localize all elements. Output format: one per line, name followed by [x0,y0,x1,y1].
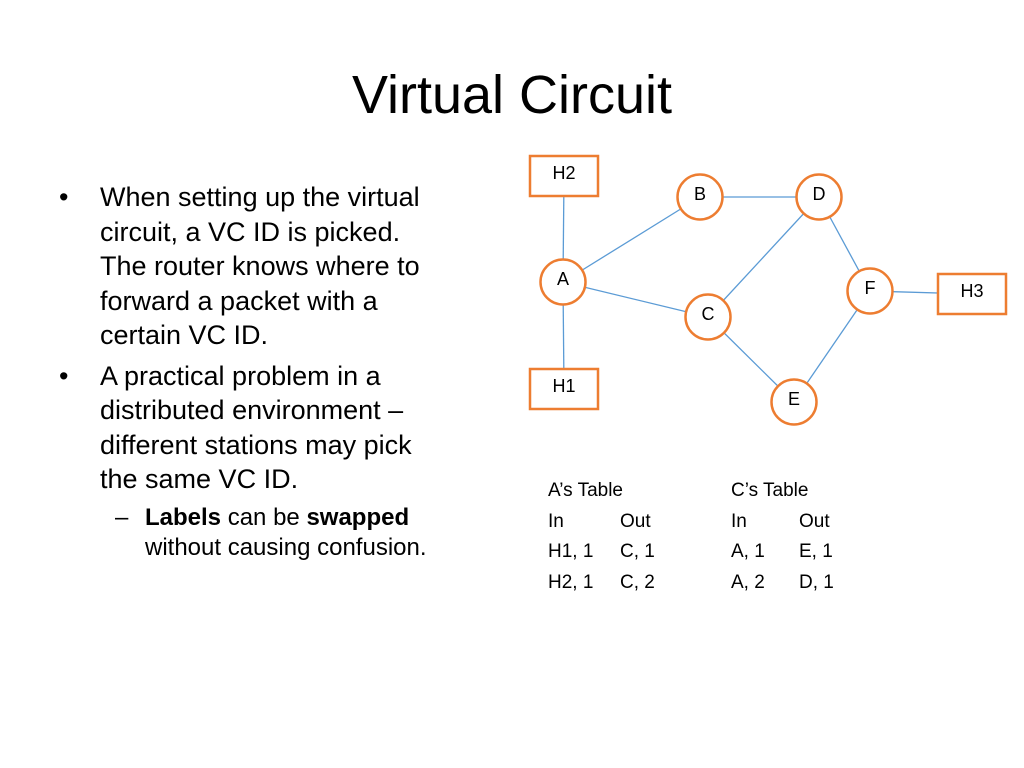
table-row: H2, 1 C, 2 [548,568,655,599]
router-circle [770,378,818,426]
router-circle [795,173,843,221]
table-header-row: In Out [731,507,834,538]
table-cell: H2, 1 [548,571,594,593]
table-header-row: In Out [548,507,655,538]
host-box [936,272,1008,316]
router-circle [684,293,732,341]
slide-title: Virtual Circuit [351,65,673,125]
c-table-grid: In Out A, 1 E, 1 A, 2 D, 1 [731,507,834,599]
node-label: H2 [552,163,575,183]
router-circle [676,173,724,221]
host-node-h1: H1 [528,367,600,411]
link-a-b [562,196,701,283]
bullet-text: When setting up the virtual circuit, a V… [100,182,420,350]
node-label: H3 [960,281,983,301]
a-table: A’s Table In Out H1, 1 C, 1 H2, 1 C, 2 [548,476,655,598]
router-node-f: F [846,267,894,315]
host-node-h3: H3 [936,272,1008,316]
table-cell: D, 1 [799,571,834,593]
router-circle [539,258,587,306]
router-node-a: A [539,258,587,306]
a-table-header-out: Out [620,510,651,532]
node-label: A [557,269,569,289]
node-label: E [788,389,800,409]
router-circle [846,267,894,315]
node-label: D [813,184,826,204]
table-cell: C, 2 [620,571,655,593]
c-table-header-in: In [731,510,747,532]
bullet-item: • A practical problem in a distributed e… [55,359,430,497]
node-label: B [694,184,706,204]
c-table: C’s Table In Out A, 1 E, 1 A, 2 D, 1 [731,476,834,598]
a-table-title: A’s Table [548,480,623,501]
table-cell: C, 1 [620,541,655,562]
table-row: H1, 1 C, 1 [548,537,655,568]
table-row: A, 1 E, 1 [731,537,834,568]
sub-bullet-bold-labels: Labels [145,503,222,531]
sub-bullet-text: can be [221,503,307,531]
sub-bullet-item: – Labels can be swapped without causing … [55,503,430,563]
c-table-header-out: Out [799,510,830,532]
bullet-text: A practical problem in a distributed env… [100,360,412,495]
table-cell: E, 1 [799,541,833,562]
sub-bullet-text-end: without causing confusion. [145,533,427,561]
host-node-h2: H2 [528,154,600,198]
node-label: H1 [552,376,575,396]
c-table-title: C’s Table [731,480,809,501]
table-row: A, 2 D, 1 [731,568,834,599]
router-node-c: C [684,293,732,341]
bullet-mark: • [59,360,69,391]
router-node-e: E [770,378,818,426]
bullet-mark: • [59,182,69,212]
host-box [528,367,600,411]
link-d-c [707,196,820,318]
link-a-c [562,281,709,318]
diagram-links [562,175,973,403]
bullet-item: • When setting up the virtual circuit, a… [55,180,430,353]
a-table-header-in: In [548,510,564,532]
sub-bullet-mark: – [115,503,129,531]
node-label: F [865,278,876,298]
node-label: C [702,304,715,324]
sub-bullet-bold-swapped: swapped [306,503,410,531]
table-cell: A, 1 [731,541,765,562]
table-cell: A, 2 [731,571,765,593]
table-cell: H1, 1 [548,541,594,562]
bullet-list: • When setting up the virtual circuit, a… [55,180,430,563]
router-node-b: B [676,173,724,221]
a-table-grid: In Out H1, 1 C, 1 H2, 1 C, 2 [548,507,655,599]
host-box [528,154,600,198]
router-node-d: D [795,173,843,221]
